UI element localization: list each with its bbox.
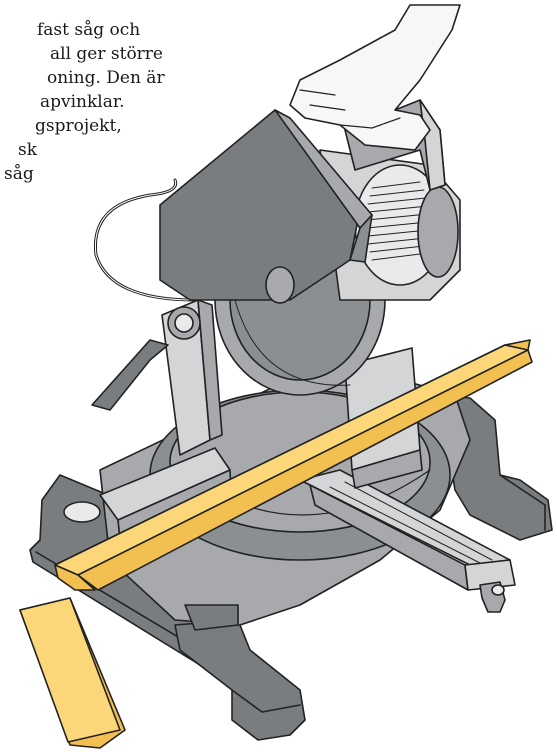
caption-line-5: gsprojekt,: [35, 116, 122, 136]
gloved-hand: [289, 4, 461, 151]
pivot-arm: [91, 178, 223, 456]
wood-board-short: [19, 597, 126, 749]
slide-rail: [299, 469, 516, 613]
wood-board-long: [54, 339, 533, 591]
caption-text: fast såg och all ger större oning. Den ä…: [4, 18, 165, 186]
saw-motor: [319, 149, 461, 301]
caption-line-1: fast såg och: [37, 20, 141, 40]
caption-line-4: apvinklar.: [40, 92, 125, 112]
guard-window: [265, 266, 295, 304]
blade-guard: [159, 109, 373, 304]
caption-line-2: all ger större: [50, 44, 163, 64]
right-foot: [439, 394, 553, 541]
caption-line-6: sk: [18, 140, 38, 160]
bevel-lever: [91, 339, 169, 411]
caption-line-3: oning. Den är: [47, 68, 165, 88]
bottom-foot: [174, 619, 306, 741]
caption-line-7: såg: [4, 164, 34, 184]
